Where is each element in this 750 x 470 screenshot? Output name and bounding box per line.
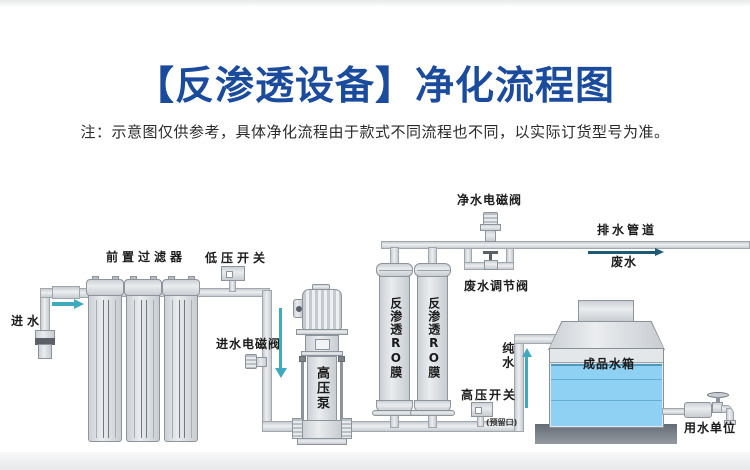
pump-inlet-pipe [262, 421, 296, 432]
tank-shoulder [549, 322, 664, 349]
pure-water-solenoid-valve-nut [485, 230, 496, 242]
filter2-nub-left [130, 276, 137, 280]
filter2-line-3 [146, 300, 147, 438]
tank-wall-seam [550, 362, 663, 363]
prefilter-label: 前置过滤器 [106, 250, 187, 264]
inlet-fitting-band [35, 338, 55, 345]
filter3-line-2 [179, 300, 180, 438]
page-title: 【反渗透设备】净化流程图 [134, 64, 615, 109]
pump-tie-rod-left [301, 362, 304, 420]
flow-down-arrow-head [275, 368, 287, 378]
waste-regulating-valve-label: 废水调节阀 [464, 279, 530, 293]
filter2-line-1 [134, 300, 135, 438]
tank-water-line-2 [551, 400, 662, 401]
pure-water-up-arrow [525, 356, 528, 408]
membrane1-body [379, 276, 410, 402]
pump-flange-lower [301, 351, 343, 356]
pump-lantern-bracket [305, 335, 339, 352]
filter3-line-1 [172, 300, 173, 438]
pump-motor-body [302, 289, 342, 330]
faucet-stem [716, 397, 720, 403]
pure-water-solenoid-valve-label: 净水电磁阀 [457, 193, 523, 207]
filter3-nub-right [188, 276, 195, 280]
filter3-line-4 [191, 300, 192, 438]
waste-flow-arrow [588, 251, 656, 254]
inlet-fitting-tail [38, 344, 52, 359]
filter2-cap [124, 279, 162, 296]
filter2-line-4 [153, 300, 154, 438]
pump-junction-dot [296, 306, 302, 312]
filter1-line-1 [96, 300, 97, 438]
low-pressure-switch-window [226, 271, 233, 278]
inlet-flow-arrow [52, 302, 76, 306]
low-pressure-switch-label: 低压开关 [205, 251, 270, 265]
filter3-line-3 [184, 300, 185, 438]
membrane1-top-cap [376, 263, 413, 277]
pump-motor-junction-box [293, 299, 303, 318]
filter3-cap [162, 279, 200, 296]
flow-down-arrow [279, 308, 282, 370]
pure-water-up-arrow-head [522, 348, 532, 357]
pump-flange-inlet [292, 418, 303, 439]
tank-base [535, 424, 677, 444]
outlet-coupling [684, 402, 712, 418]
filter1-line-3 [108, 300, 109, 438]
waste-flow-arrow-head [655, 248, 664, 256]
waste-water-label: 废水 [611, 255, 638, 269]
high-pressure-switch-label: 高压开关 [461, 388, 518, 402]
pump-flange-upper [296, 329, 348, 335]
inlet-label: 进水 [11, 314, 44, 328]
filter2-body [126, 295, 160, 442]
waste-valve-stem [489, 253, 492, 261]
inlet-solenoid-valve-body [256, 357, 267, 367]
high-pressure-switch-window [475, 407, 482, 414]
drain-pipe-label: 排水管道 [597, 223, 658, 237]
top-strip [0, 0, 750, 7]
filter1-body [88, 295, 122, 442]
filter1-nub-left [92, 276, 99, 280]
product-tank-label: 成品水箱 [583, 357, 636, 371]
inlet-solenoid-valve-label: 进水电磁阀 [216, 337, 282, 351]
membrane2-top-cap [414, 263, 451, 277]
pure-water-tank-pipe [514, 334, 558, 344]
pump-base-plate [297, 438, 347, 445]
membrane2-top-seam [417, 270, 450, 271]
membrane1-top-seam [379, 270, 412, 271]
membrane2-label: 反渗透RO膜 [426, 297, 441, 379]
bottom-strip [0, 452, 750, 470]
inlet-flow-arrow-head [74, 299, 84, 309]
filter1-line-2 [103, 300, 104, 438]
tank-water-line-1 [551, 379, 662, 380]
membrane2-base-ring [410, 410, 455, 416]
filter1-line-4 [115, 300, 116, 438]
low-pressure-switch-box [221, 266, 245, 281]
pump-bolt-right [338, 356, 345, 362]
inlet-pipe-coupling [52, 286, 80, 299]
membrane1-label: 反渗透RO膜 [388, 297, 403, 379]
pump-lantern-window [315, 339, 330, 350]
pump-tie-rod-right [340, 362, 343, 420]
faucet-spout-opening [724, 420, 736, 425]
filter2-nub-right [150, 276, 157, 280]
tank-water [551, 364, 662, 426]
filter1-nub-right [112, 276, 119, 280]
disclaimer-note: 注：示意图仅供参考，具体净化流程由于款式不同流程也不同，以实际订货型号为准。 [80, 123, 670, 141]
filter1-cap [86, 279, 124, 296]
pure-water-label: 纯水 [500, 342, 515, 370]
high-pressure-pump-label: 高压泵 [313, 366, 329, 411]
filter3-nub-left [168, 276, 175, 280]
waste-valve-handle [483, 251, 498, 254]
waste-valve-body [484, 260, 498, 270]
water-user-label: 用水单位 [684, 421, 737, 435]
pump-bolt-left [299, 356, 306, 362]
membrane2-body [417, 276, 448, 402]
pump-flange-outlet [341, 418, 352, 439]
tank-cap [578, 300, 634, 322]
reserved-port-label: (预留口) [486, 418, 518, 427]
pump-suction-housing [302, 420, 342, 439]
filter2-line-2 [141, 300, 142, 438]
high-pressure-switch-box [471, 402, 493, 417]
filter3-body [164, 295, 198, 442]
